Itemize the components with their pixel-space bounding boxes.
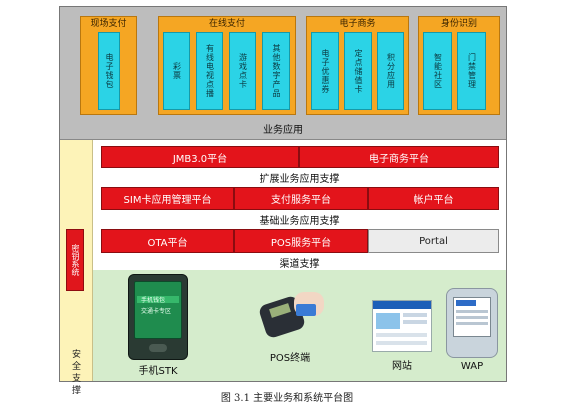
platform-jmb: JMB3.0平台 [101, 146, 299, 168]
business-item: 电子优惠券 [311, 32, 339, 110]
channel-support-label: 渠道支撑 [279, 259, 320, 270]
terminal-label-website: 网站 [392, 361, 412, 372]
business-item: 积分应用 [377, 32, 404, 110]
terminal-label-stk: 手机STK [138, 366, 178, 377]
platform-sim: SIM卡应用管理平台 [101, 187, 234, 210]
business-item: 门禁管理 [457, 32, 486, 110]
website-screenshot-image [372, 300, 432, 352]
key-system-box: 密钥系统 [66, 229, 84, 291]
phone-menu-item: 交通卡专区 [141, 308, 172, 315]
platform-account: 帐户平台 [368, 187, 499, 210]
terminal-label-pos: POS终端 [269, 353, 311, 364]
platform-pos-service: POS服务平台 [234, 229, 368, 253]
group-title: 身份识别 [440, 19, 477, 29]
business-item: 其他数字产品 [262, 32, 290, 110]
group-title: 现场支付 [90, 19, 127, 29]
security-label: 安全支撑 [71, 350, 81, 396]
mobile-phone-image: 手机钱包 交通卡专区 [128, 274, 188, 360]
business-item: 定点储值卡 [344, 32, 372, 110]
platform-ecommerce: 电子商务平台 [299, 146, 499, 168]
business-item: 智能社区 [423, 32, 452, 110]
business-layer-label: 业务应用 [263, 125, 303, 136]
business-item: 游戏点卡 [229, 32, 256, 110]
business-item: 彩票 [163, 32, 190, 110]
platform-ota: OTA平台 [101, 229, 234, 253]
basic-support-label: 基础业务应用支撑 [259, 216, 340, 227]
phone-menu-item: 手机钱包 [141, 297, 166, 304]
business-item: 有线电视点播 [196, 32, 223, 110]
group-title: 电子商务 [339, 19, 376, 29]
terminal-label-wap: WAP [460, 361, 484, 372]
extended-support-label: 扩展业务应用支撑 [259, 174, 340, 185]
platform-portal: Portal [368, 229, 499, 253]
business-item: 电子钱包 [98, 32, 120, 110]
wap-phone-image [446, 288, 498, 358]
figure-caption: 图 3.1 主要业务和系统平台图 [220, 393, 354, 404]
platform-payment: 支付服务平台 [234, 187, 368, 210]
pos-terminal-image [257, 290, 324, 340]
group-title: 在线支付 [208, 19, 245, 29]
